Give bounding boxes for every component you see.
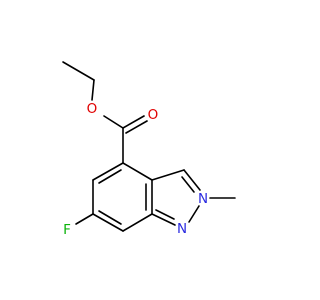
atom-label-n2: N: [198, 191, 208, 207]
atom-label-f: F: [63, 222, 71, 238]
bond-inner-c4-c5: [98, 169, 122, 184]
bond-carbonyl-double-b: [125, 120, 148, 134]
atom-label-o-carbonyl: O: [148, 107, 159, 123]
atom-label-o-ester: O: [87, 101, 98, 117]
bond-inner-c6-c7: [98, 210, 122, 225]
bond-c3a-c4: [122, 162, 153, 181]
atom-label-n1: N: [177, 221, 187, 237]
bond-n1-c7a-double: [155, 209, 175, 220]
bond-c3-n2: [183, 169, 201, 191]
bond-ethyl-ch2-o: [91, 79, 95, 101]
bond-c3-n2-double: [181, 176, 195, 193]
bond-carbonyl-double-a: [122, 115, 145, 129]
bond-ethyl-terminal: [62, 61, 95, 81]
bond-c6-f: [75, 213, 94, 225]
bond-c6-c7: [92, 213, 124, 232]
bond-c4-c5: [92, 162, 124, 181]
molecule-structure: O O F N N: [62, 61, 236, 238]
bond-n1-c7a: [151, 213, 176, 226]
bond-n2-n1: [188, 205, 200, 223]
bond-o-carbonyl: [103, 115, 124, 129]
bond-c3a-c3: [151, 169, 185, 181]
bond-c7-c7a: [122, 213, 153, 232]
